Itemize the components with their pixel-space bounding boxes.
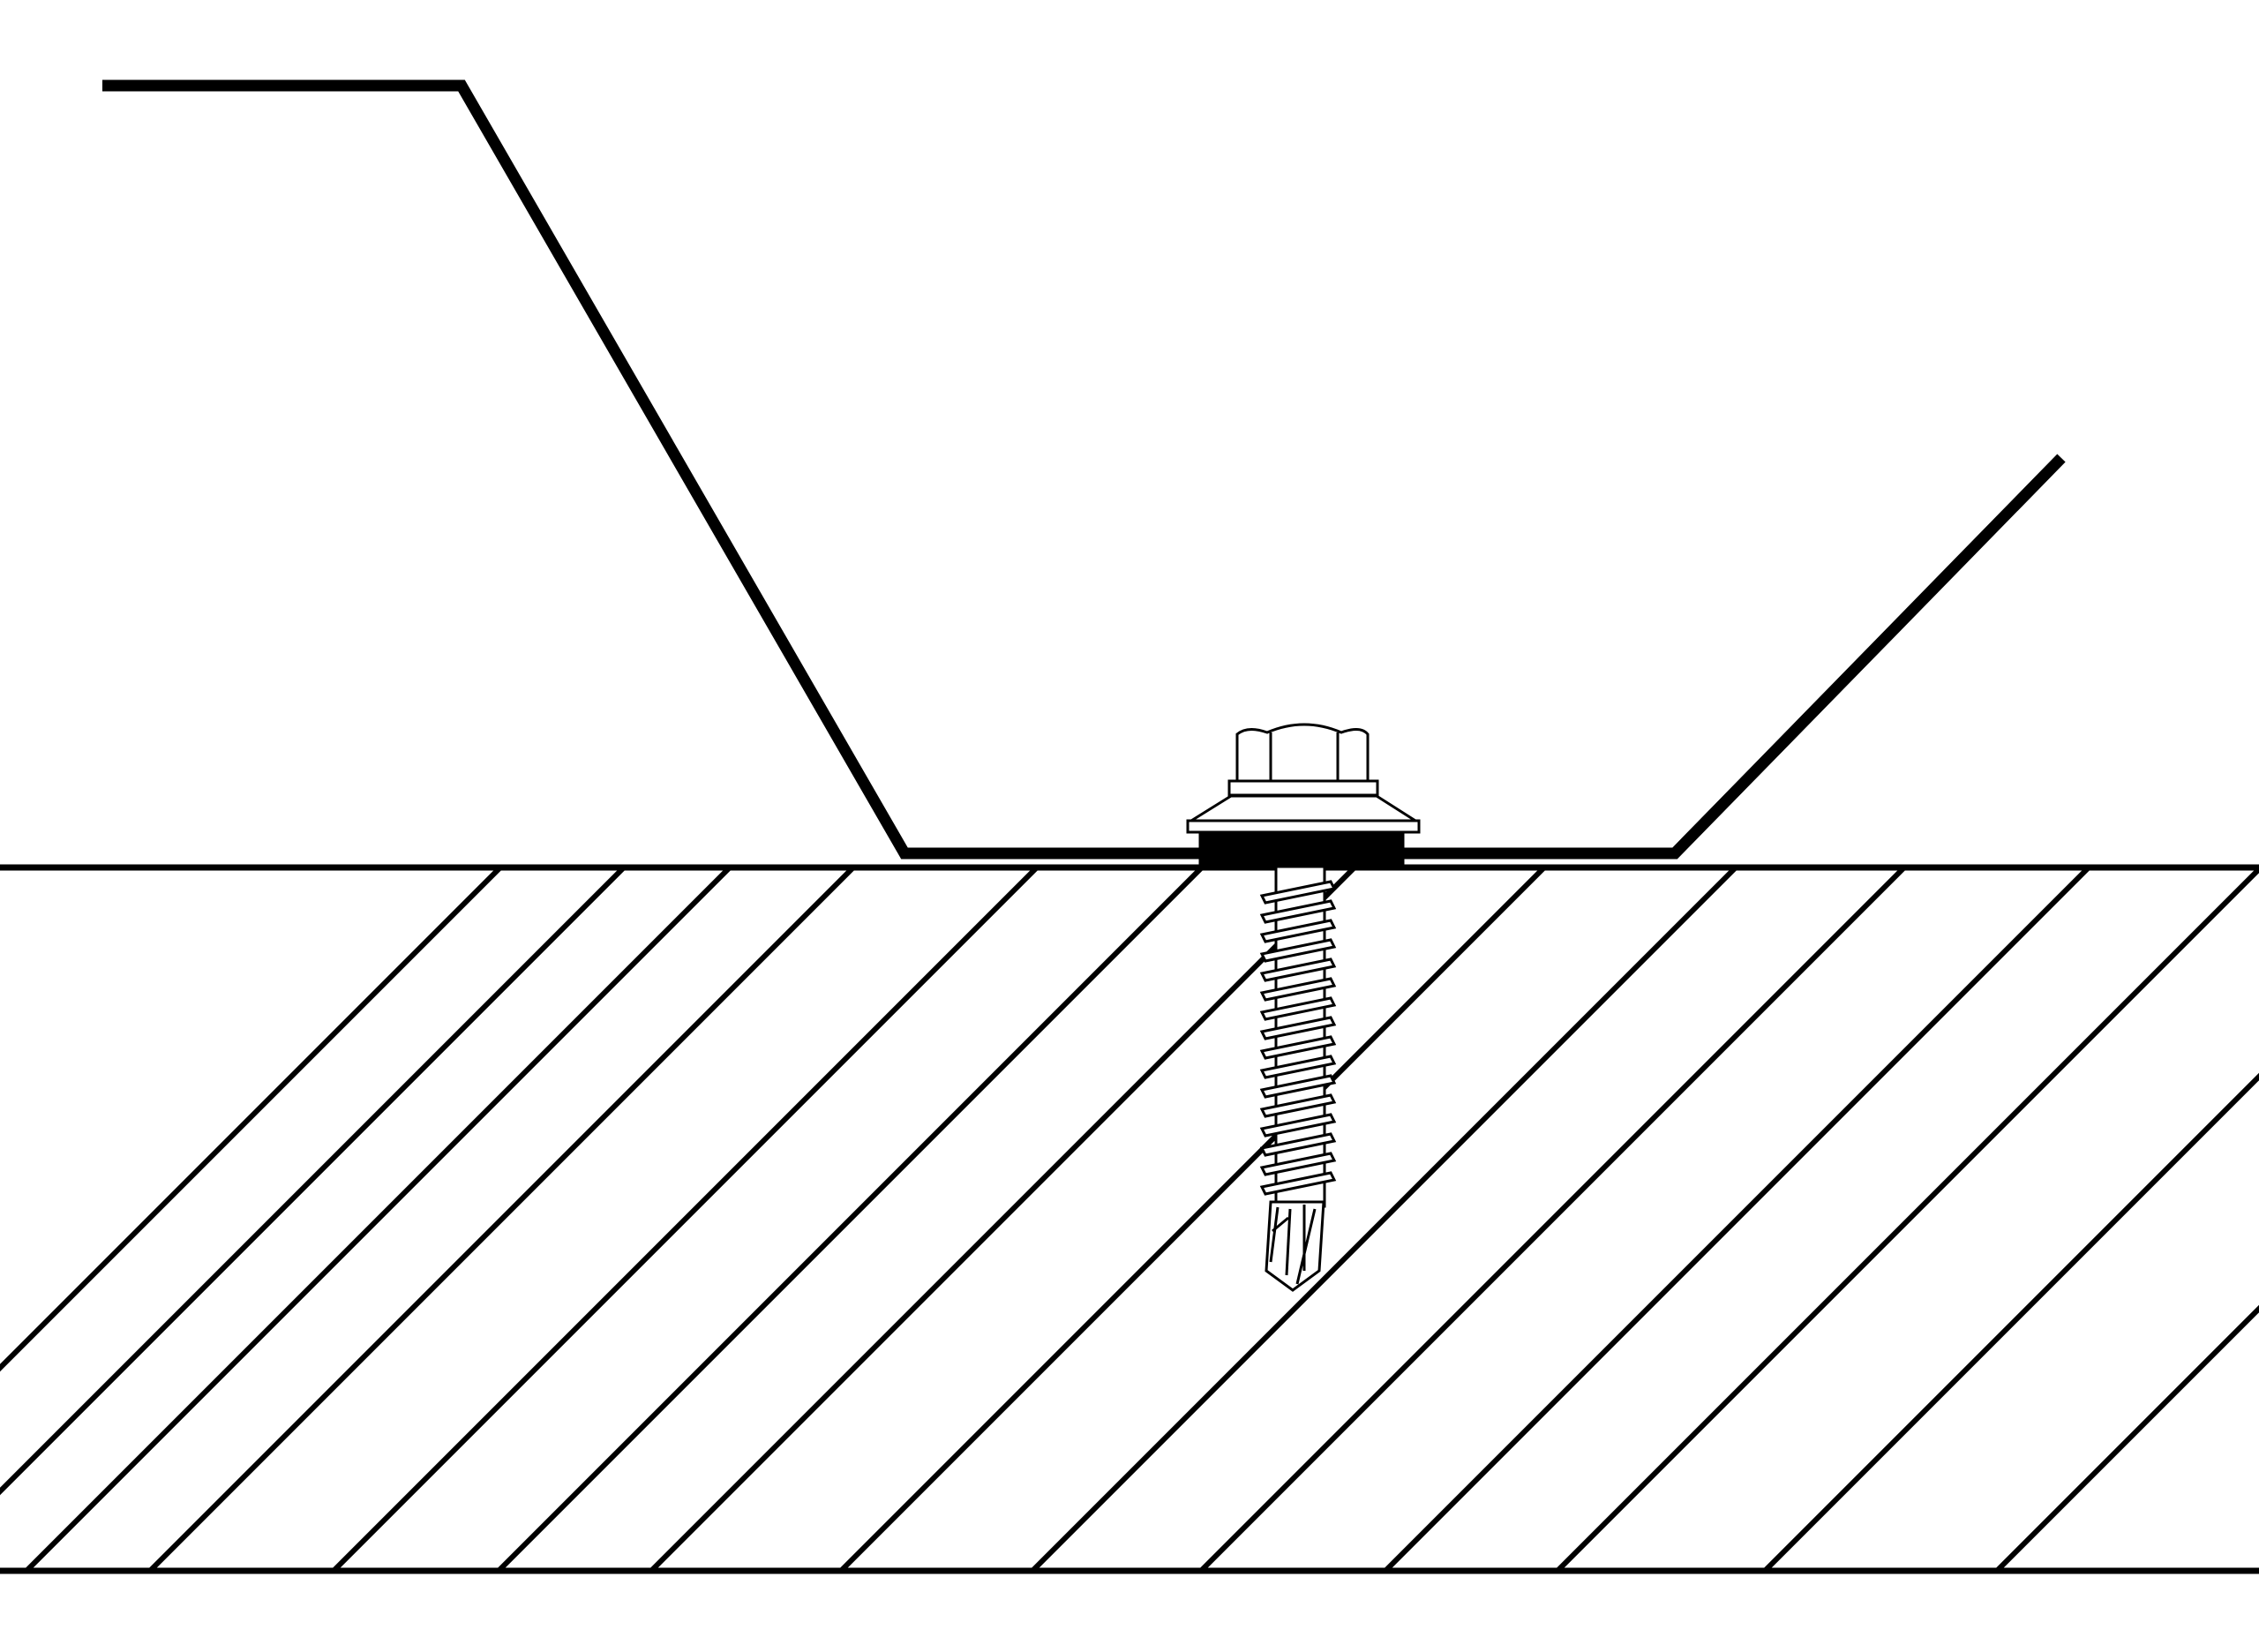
hatch-line <box>147 867 856 1571</box>
thread-turn <box>1259 919 1337 943</box>
self-drilling-screw <box>1186 723 1421 1292</box>
screw-threads <box>1259 880 1337 1196</box>
metal-washer <box>1186 819 1421 834</box>
thread-turn <box>1259 1132 1337 1157</box>
hex-head <box>1235 723 1370 783</box>
thread-turn <box>1259 957 1337 982</box>
hatch-line <box>1994 1304 2259 1571</box>
hatch-line <box>1555 867 2259 1571</box>
drill-tip-icon <box>1265 1200 1325 1292</box>
hatch-line <box>1762 1072 2259 1571</box>
thread-turn <box>1259 1016 1337 1040</box>
thread-turn <box>1259 1074 1337 1099</box>
hatched-substrate <box>0 864 2259 1574</box>
hatch-line <box>0 867 627 1496</box>
thread-turn <box>1259 880 1337 905</box>
hatch-line <box>0 867 503 1372</box>
hatch-line <box>649 867 1357 1571</box>
hatch-line <box>1198 867 1907 1571</box>
hatch-line <box>496 867 1205 1571</box>
hex-head-flange <box>1227 779 1379 797</box>
washer-dome <box>1186 794 1421 822</box>
screw-shank <box>1259 865 1337 1208</box>
thread-turn <box>1259 1035 1337 1060</box>
hatch-line <box>24 867 732 1571</box>
hatch-line <box>331 867 1039 1571</box>
thread-turn <box>1259 1152 1337 1176</box>
thread-turn <box>1259 1093 1337 1118</box>
thread-turn <box>1259 1113 1337 1138</box>
hatch-line <box>1030 867 1738 1571</box>
thread-turn <box>1259 899 1337 924</box>
thread-turn <box>1259 977 1337 1002</box>
substrate-hatching <box>0 867 2259 1571</box>
hatch-line <box>838 867 1547 1571</box>
profiled-sheet <box>102 79 2066 860</box>
hatch-line <box>1383 867 2091 1571</box>
thread-turn <box>1259 1171 1337 1196</box>
thread-turn <box>1259 938 1337 963</box>
thread-turn <box>1259 1055 1337 1079</box>
sealing-washer <box>1198 826 1405 868</box>
thread-turn <box>1259 996 1337 1021</box>
